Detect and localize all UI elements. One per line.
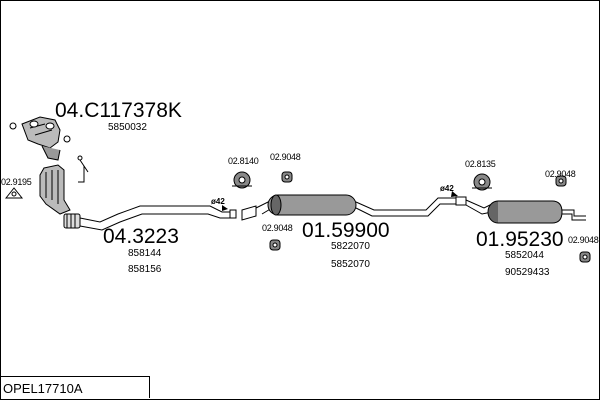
diameter-a-label: ø42 — [211, 197, 225, 206]
rear-silencer-ref-1: 5852044 — [505, 250, 544, 261]
front-pipe-ref-2: 858156 — [128, 264, 162, 275]
hanger-e-part-number: 02.9048 — [545, 169, 576, 179]
hanger-a-part-number: 02.8140 — [228, 156, 259, 166]
manifold-ref-1: 5850032 — [108, 122, 147, 133]
hanger-e — [555, 175, 567, 187]
centre-silencer-ref-2: 5852070 — [331, 259, 370, 270]
hanger-f — [579, 251, 591, 263]
hanger-f-part-number: 02.9048 — [568, 235, 599, 245]
gasket-front — [4, 187, 24, 199]
hanger-c — [269, 239, 281, 251]
hanger-d-part-number: 02.8135 — [465, 159, 496, 169]
front-pipe-part-number: 04.3223 — [103, 225, 179, 248]
hanger-a — [232, 171, 252, 189]
centre-silencer-part-number: 01.59900 — [302, 219, 390, 242]
gasket-front-part-number: 02.9195 — [1, 177, 32, 187]
centre-silencer-ref-1: 5822070 — [331, 241, 370, 252]
hanger-d — [472, 173, 492, 191]
flex-joint — [63, 213, 81, 229]
exhaust-manifold — [9, 116, 71, 161]
rear-silencer — [465, 199, 586, 224]
catalytic-converter — [39, 164, 71, 215]
rear-silencer-part-number: 01.95230 — [476, 228, 564, 251]
hanger-b-part-number: 02.9048 — [270, 152, 301, 162]
centre-silencer — [241, 194, 357, 221]
diameter-b-label: ø42 — [440, 184, 454, 193]
pipe-end-front — [229, 209, 237, 219]
lambda-sensor — [77, 155, 89, 183]
front-pipe-ref-1: 858144 — [128, 248, 162, 259]
hanger-b — [281, 171, 293, 183]
manifold-part-number: 04.C117378K — [55, 99, 182, 122]
hanger-c-part-number: 02.9048 — [262, 223, 293, 233]
front-pipe — [79, 205, 230, 231]
diagram-code: OPEL17710A — [3, 381, 83, 396]
diagram-code-box: OPEL17710A — [0, 376, 150, 398]
intermediate-pipe — [355, 196, 467, 217]
rear-silencer-ref-2: 90529433 — [505, 267, 550, 278]
